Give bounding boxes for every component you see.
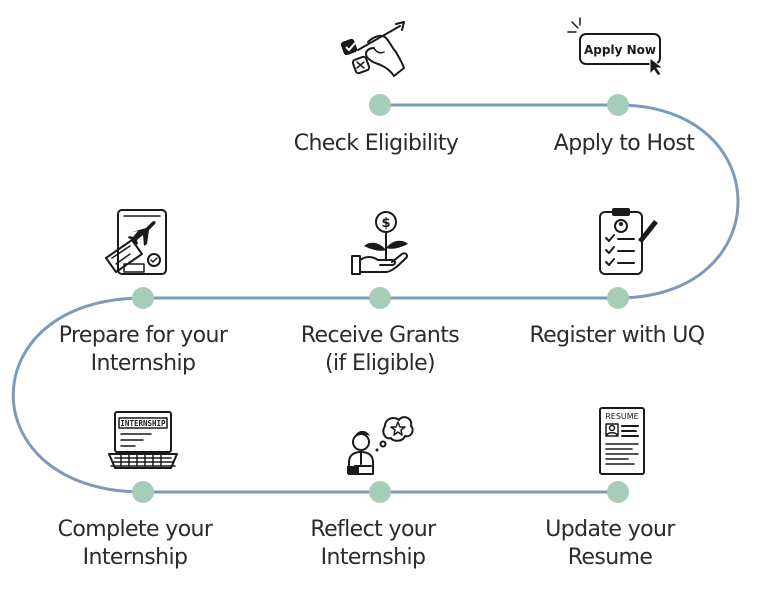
step-node-update-resume: [607, 481, 629, 503]
step-node-receive-grants: [369, 287, 391, 309]
clipboard-checklist-icon: [594, 206, 660, 276]
step-label-check-eligibility: Check Eligibility: [293, 131, 459, 156]
step-label-update-resume: Update your Resume: [545, 517, 675, 570]
svg-text:$: $: [381, 216, 390, 231]
boarding-pass-plane-icon: [104, 208, 170, 276]
step-label-apply-to-host: Apply to Host: [553, 131, 695, 156]
step-node-prepare-internship: [132, 287, 154, 309]
step-label-receive-grants: Receive Grants (if Eligible): [300, 323, 460, 376]
apply-now-button-icon: Apply Now: [566, 17, 670, 77]
step-label-complete-internship: Complete your Internship: [57, 517, 213, 570]
resume-header-text: RESUME: [605, 412, 639, 421]
resume-document-icon: RESUME: [598, 406, 646, 476]
apply-now-text: Apply Now: [584, 43, 656, 57]
step-label-reflect-internship: Reflect your Internship: [310, 517, 436, 570]
hand-money-plant-icon: $: [350, 210, 414, 276]
step-node-register-with-uq: [607, 287, 629, 309]
step-node-apply-to-host: [607, 94, 629, 116]
person-thinking-star-icon: [345, 414, 415, 476]
step-label-prepare-internship: Prepare for your Internship: [58, 323, 228, 376]
step-node-complete-internship: [132, 481, 154, 503]
step-node-check-eligibility: [369, 94, 391, 116]
step-node-reflect-internship: [369, 481, 391, 503]
laptop-internship-icon: INTERNSHIP: [107, 410, 179, 472]
hand-writing-checklist-icon: [338, 20, 410, 82]
step-label-register-with-uq: Register with UQ: [529, 323, 705, 348]
laptop-screen-text: INTERNSHIP: [120, 419, 166, 428]
